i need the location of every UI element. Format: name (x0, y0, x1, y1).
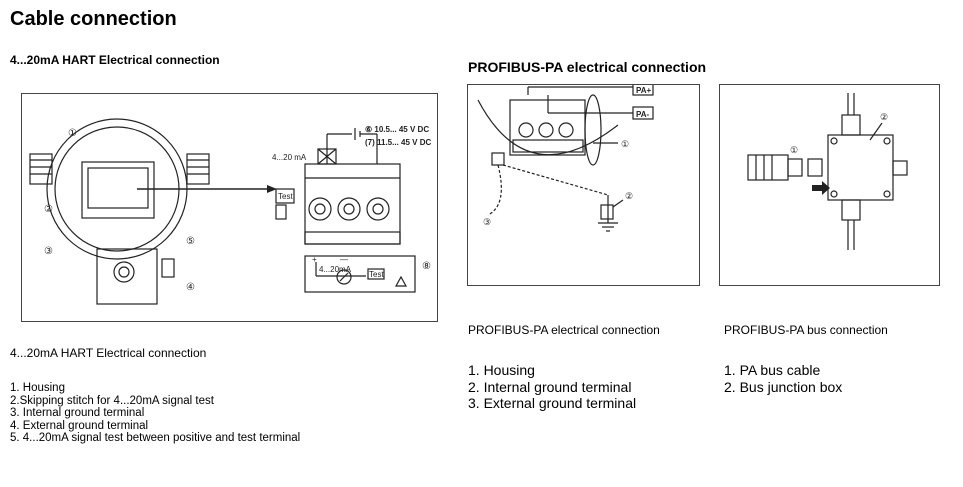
profibus-parts-list: 1. Housing 2. Internal ground terminal 3… (468, 362, 636, 412)
list-item: 1. PA bus cable (724, 362, 821, 378)
voltage-label-1: ⑥ 10.5... 45 V DC (365, 125, 429, 134)
profibus-heading: PROFIBUS-PA electrical connection (468, 59, 707, 75)
list-item: 5. 4...20mA signal test between positive… (10, 432, 301, 445)
hart-diagram-drawing: ① ② ③ ④ ⑤ ⑧ ⑥ 10.5... 45 V DC (7) 11.5..… (29, 118, 431, 305)
pa-minus-label: PA- (636, 110, 650, 119)
bus-caption: PROFIBUS-PA bus connection (724, 323, 888, 337)
hart-caption: 4...20mA HART Electrical connection (10, 346, 207, 360)
test-plug-label: Test (278, 192, 293, 201)
profibus-callout-1: ① (621, 139, 629, 149)
bus-diagram: ① ② (719, 84, 940, 286)
hart-callout-2: ② (44, 204, 53, 215)
hart-callout-3: ③ (44, 246, 53, 257)
list-item: 2. Internal ground terminal (468, 378, 632, 395)
hart-callout-4: ④ (186, 282, 195, 293)
profibus-caption: PROFIBUS-PA electrical connection (468, 323, 660, 337)
profibus-callout-2: ② (625, 191, 633, 201)
list-item: 3. Internal ground terminal (10, 407, 145, 420)
list-item: 2.Skipping stitch for 4...20mA signal te… (10, 394, 214, 407)
list-item: 3. External ground terminal (468, 395, 637, 411)
current-label: 4...20 mA (272, 153, 307, 162)
profibus-diagram-drawing: PA+ PA- ① ② ③ (477, 82, 654, 232)
bus-diagram-drawing: ① ② (747, 93, 908, 250)
bus-callout-2: ② (880, 112, 888, 122)
list-item: 4. External ground terminal (10, 419, 149, 432)
bus-callout-1: ① (790, 145, 798, 155)
hart-callout-8: ⑧ (422, 261, 431, 272)
list-item: 2. Bus junction box (724, 378, 843, 395)
hart-heading: 4...20mA HART Electrical connection (10, 53, 220, 67)
list-item: 1. Housing (468, 362, 535, 378)
voltage-label-2: (7) 11.5... 45 V DC (365, 138, 431, 147)
meter-plus: + (312, 255, 317, 264)
meter-test-label: Test (369, 270, 384, 279)
profibus-callout-3: ③ (483, 217, 491, 227)
page-title: Cable connection (10, 8, 177, 30)
hart-parts-list: 1. Housing 2.Skipping stitch for 4...20m… (10, 382, 300, 445)
hart-diagram: ① ② ③ ④ ⑤ ⑧ ⑥ 10.5... 45 V DC (7) 11.5..… (21, 93, 438, 322)
list-item: 1. Housing (10, 382, 65, 394)
bus-parts-list: 1. PA bus cable 2. Bus junction box (724, 362, 842, 395)
meter-range-label: 4...20mA (319, 265, 352, 274)
profibus-diagram: PA+ PA- ① ② ③ (467, 82, 700, 286)
pa-plus-label: PA+ (636, 86, 652, 95)
hart-callout-5: ⑤ (186, 236, 195, 247)
meter-minus: — (340, 255, 348, 264)
hart-callout-1: ① (68, 128, 77, 139)
